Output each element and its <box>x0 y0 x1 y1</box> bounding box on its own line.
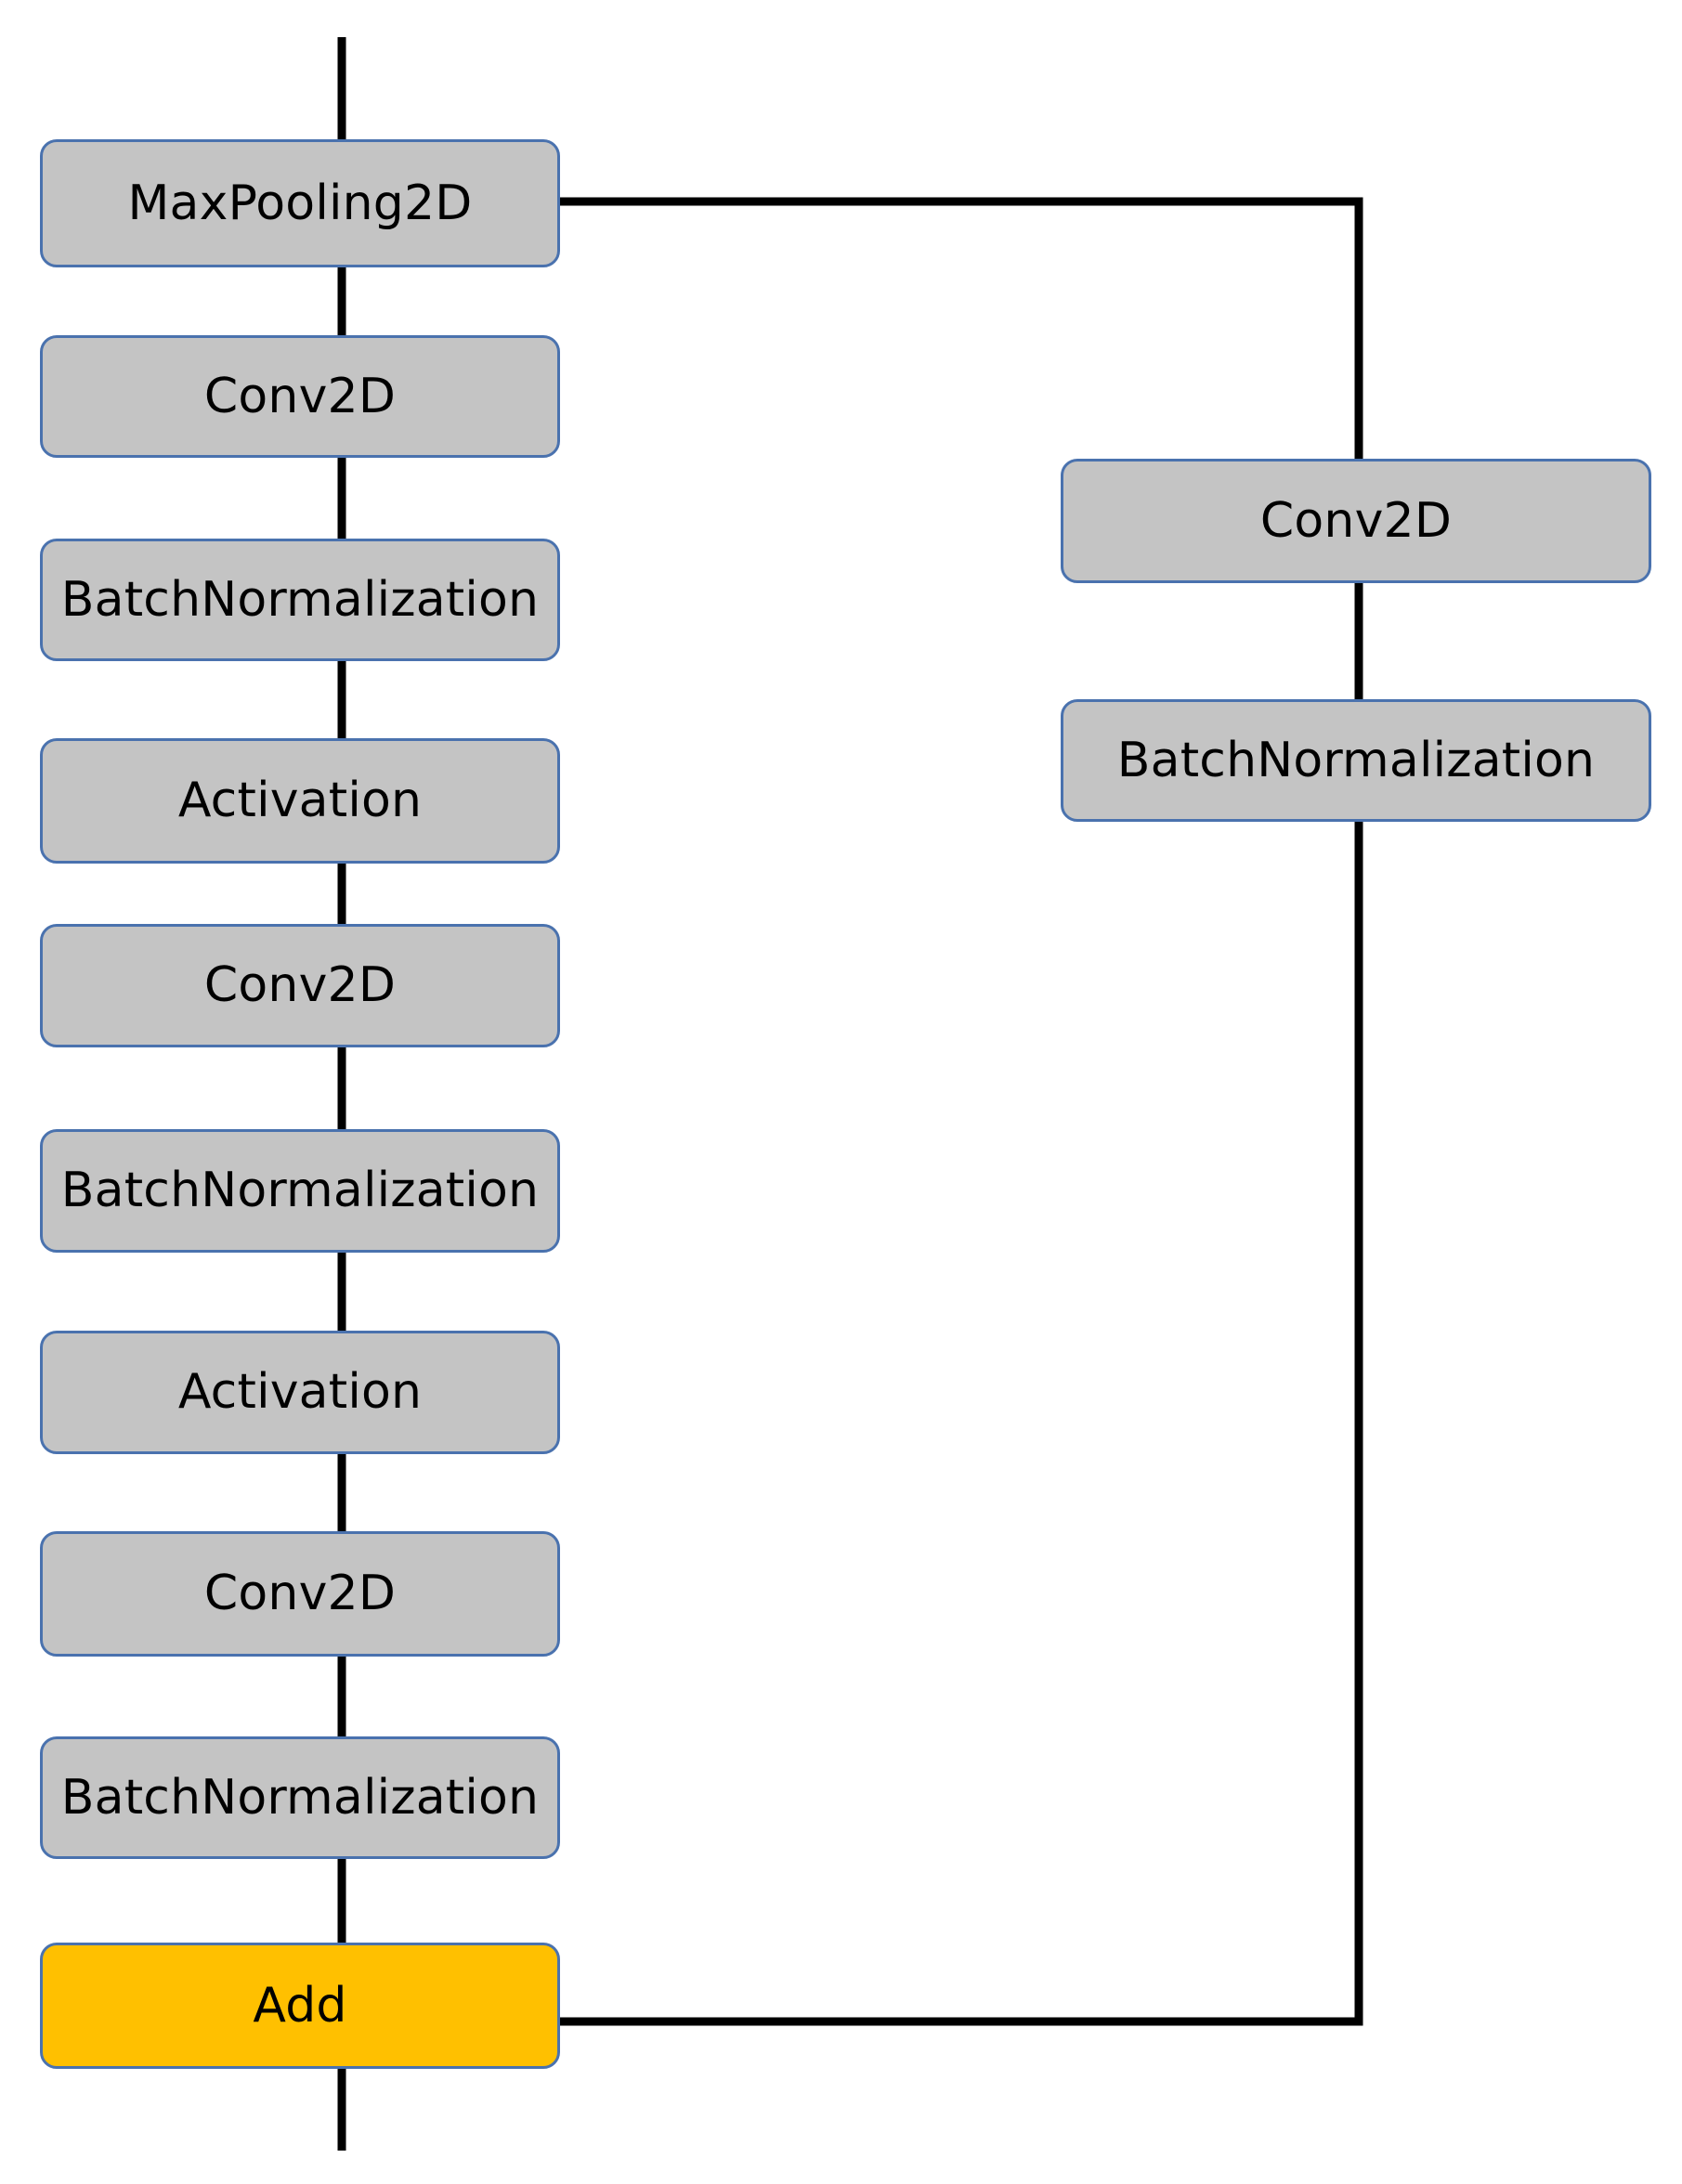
node-label-conv2d-3: Conv2D <box>203 1566 397 1622</box>
node-label-conv2d-2: Conv2D <box>203 957 397 1014</box>
node-conv2d-3[interactable]: Conv2D <box>40 1531 560 1657</box>
node-label-shortcut-conv2d: Conv2D <box>1259 492 1453 549</box>
node-add[interactable]: Add <box>40 1943 560 2069</box>
node-conv2d-1[interactable]: Conv2D <box>40 335 560 458</box>
node-activation-2[interactable]: Activation <box>40 1331 560 1454</box>
node-shortcut-batchnorm[interactable]: BatchNormalization <box>1061 699 1651 822</box>
node-activation-1[interactable]: Activation <box>40 738 560 864</box>
node-label-activation-1: Activation <box>177 773 423 829</box>
node-label-batchnorm-1: BatchNormalization <box>60 571 540 628</box>
node-label-add: Add <box>253 1977 347 2034</box>
node-batchnorm-2[interactable]: BatchNormalization <box>40 1129 560 1253</box>
node-maxpooling2d[interactable]: MaxPooling2D <box>40 139 560 267</box>
node-label-batchnorm-2: BatchNormalization <box>60 1163 540 1219</box>
node-batchnorm-3[interactable]: BatchNormalization <box>40 1736 560 1859</box>
node-label-batchnorm-3: BatchNormalization <box>60 1769 540 1826</box>
node-label-activation-2: Activation <box>177 1364 423 1421</box>
node-conv2d-2[interactable]: Conv2D <box>40 924 560 1047</box>
connector-maxpooling-to-shortcut-conv2d <box>560 197 1363 461</box>
node-label-maxpooling2d: MaxPooling2D <box>127 175 473 231</box>
connector-shortcut-batchnorm-to-add <box>560 820 1363 2026</box>
node-batchnorm-1[interactable]: BatchNormalization <box>40 539 560 661</box>
node-label-conv2d-1: Conv2D <box>203 368 397 424</box>
node-shortcut-conv2d[interactable]: Conv2D <box>1061 459 1651 583</box>
node-label-shortcut-batchnorm: BatchNormalization <box>1116 732 1596 788</box>
